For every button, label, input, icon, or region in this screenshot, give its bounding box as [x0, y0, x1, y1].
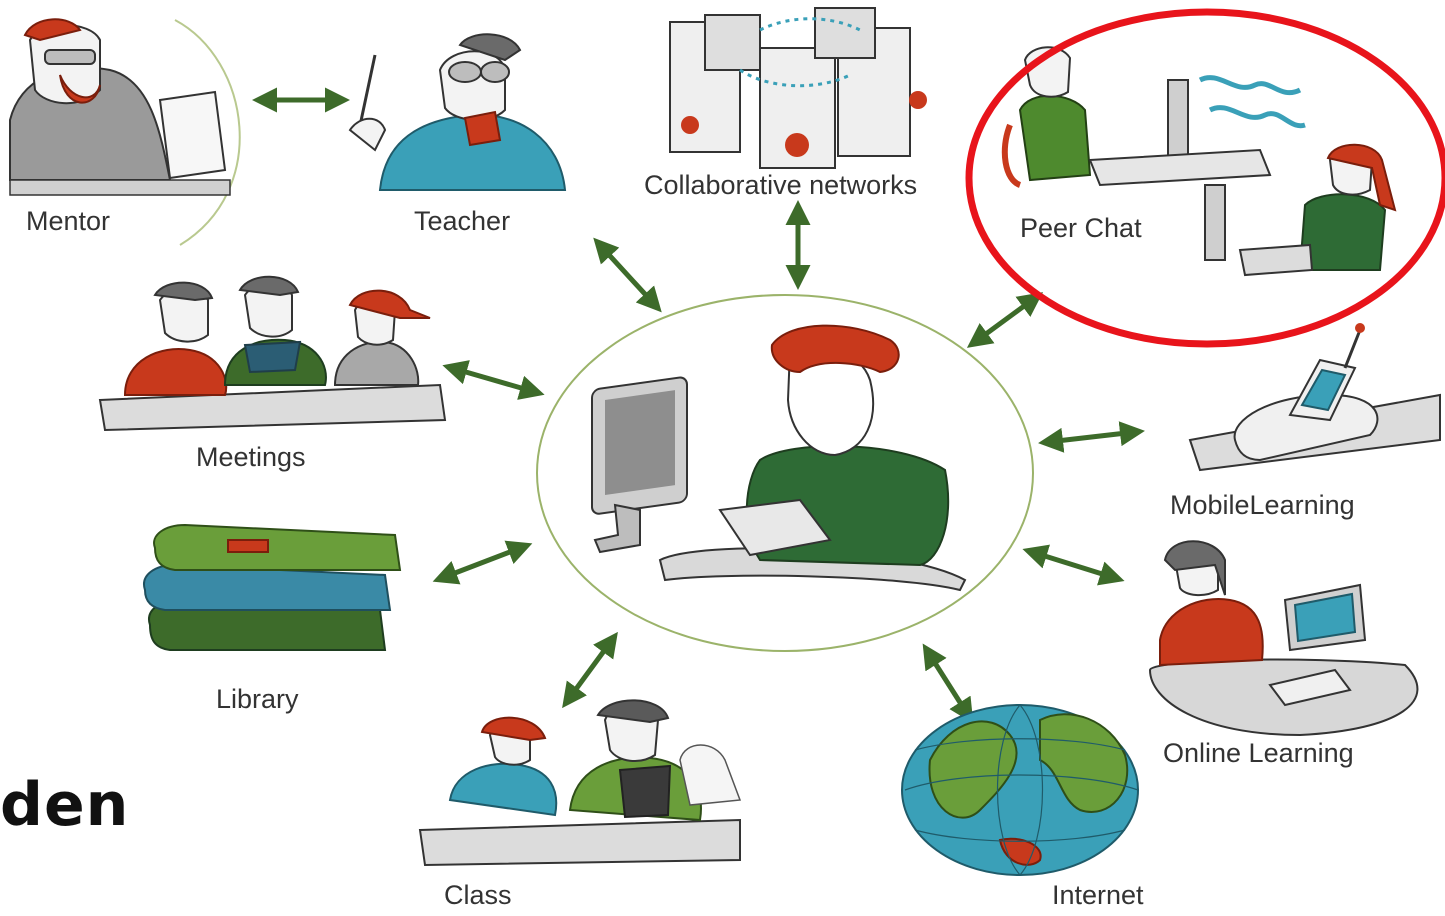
- arrow-library: [432, 540, 533, 585]
- node-label-mentor: Mentor: [26, 206, 111, 236]
- node-label-class: Class: [444, 880, 512, 910]
- internet-illustration: [901, 704, 1139, 876]
- node-label-peer-chat: Peer Chat: [1020, 213, 1142, 243]
- meetings-illustration: [98, 275, 447, 432]
- arrow-mobile: [1038, 421, 1145, 453]
- center-person-illustration: [591, 324, 967, 592]
- arrow-internet: [922, 643, 974, 724]
- library-illustration: [143, 523, 402, 651]
- class-illustration: [418, 699, 742, 867]
- arrow-meetings: [442, 360, 545, 400]
- peer-chat-illustration: [1001, 46, 1397, 277]
- arrow-online: [1022, 544, 1125, 586]
- peer-chat-highlight-circle: [965, 8, 1445, 348]
- online-learning-illustration: [1148, 540, 1419, 737]
- collaborative-networks-illustration: [669, 7, 927, 169]
- node-label-internet: Internet: [1052, 880, 1144, 910]
- arrow-class: [562, 631, 618, 709]
- arrow-teacher: [593, 237, 662, 313]
- node-label-meetings: Meetings: [196, 442, 306, 472]
- node-label-teacher: Teacher: [414, 206, 511, 236]
- mentor-arc: [174, 19, 241, 246]
- connector-arrows: [252, 87, 1145, 724]
- center-ellipse: [536, 294, 1034, 652]
- node-label-online-learning: Online Learning: [1163, 738, 1354, 768]
- arrow-peer-chat: [966, 292, 1044, 348]
- node-label-mobile-learning: MobileLearning: [1170, 490, 1355, 520]
- overlay-text: den: [0, 770, 130, 840]
- teacher-illustration: [348, 33, 567, 191]
- node-label-collaborative-networks: Collaborative networks: [644, 170, 918, 200]
- mentor-illustration: [9, 18, 231, 196]
- node-label-library: Library: [216, 684, 299, 714]
- mobile-learning-illustration: [1188, 323, 1441, 472]
